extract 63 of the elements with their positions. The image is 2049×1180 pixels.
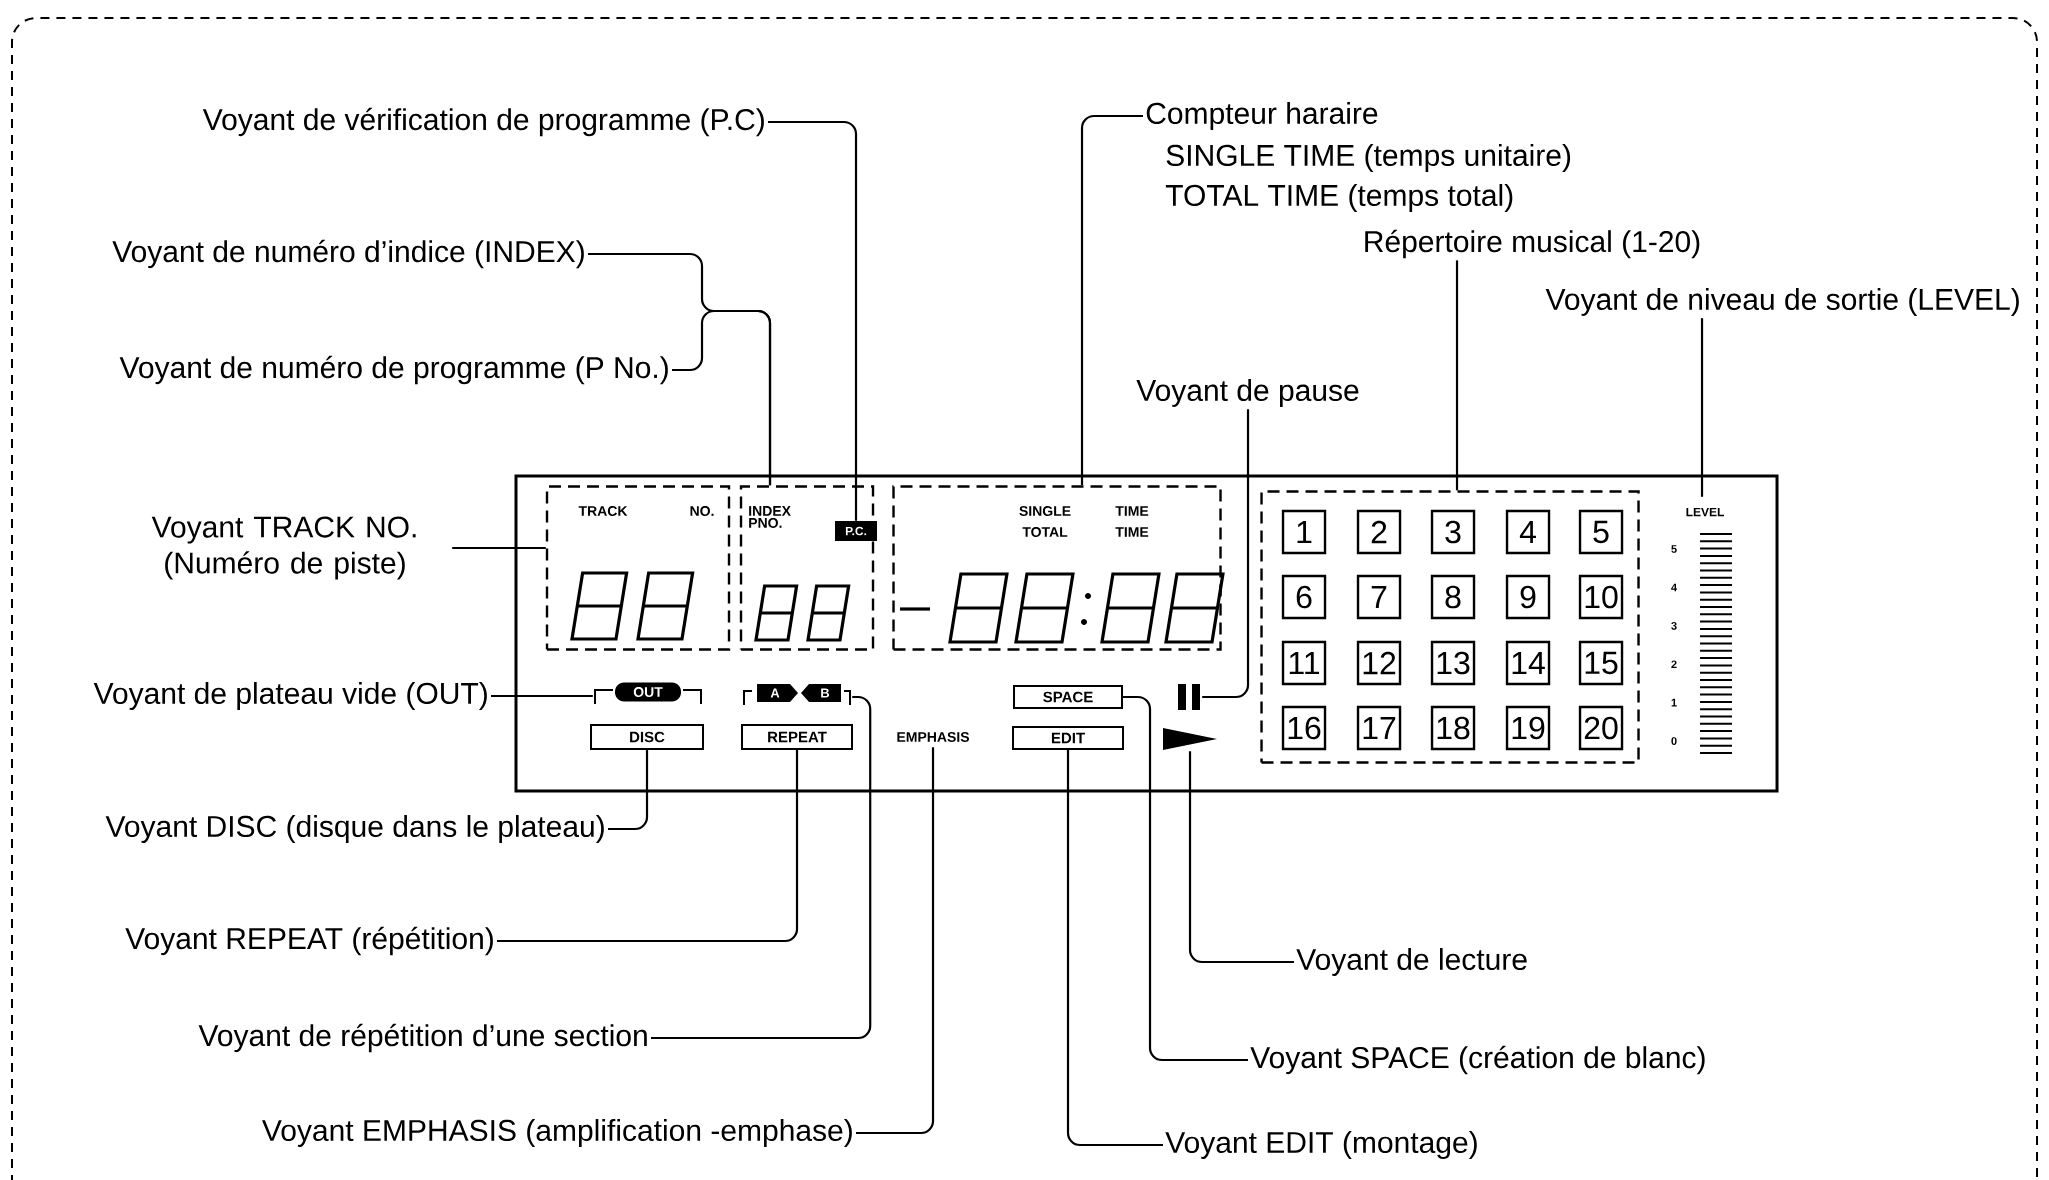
tray-empty-indicator: OUT bbox=[594, 682, 702, 705]
track-number-box: 14 bbox=[1505, 640, 1551, 686]
leader-line bbox=[452, 546, 546, 550]
track-number-box: 12 bbox=[1356, 640, 1402, 686]
track-number-box: 15 bbox=[1578, 640, 1624, 686]
leader-line bbox=[1188, 751, 1294, 964]
leader-line bbox=[497, 750, 799, 943]
callout-text: Voyant de numéro d’indice (INDEX) bbox=[112, 239, 584, 269]
leader-line bbox=[1455, 260, 1459, 491]
callout-text: Répertoire musical (1-20) bbox=[1365, 229, 1700, 259]
disc-indicator: DISC bbox=[590, 724, 704, 750]
callout-text: Voyant de numéro de programme (P No.) bbox=[119, 355, 668, 385]
callout-text: Voyant de répétition d’une section bbox=[198, 1023, 647, 1053]
space-indicator: SPACE bbox=[1013, 685, 1123, 709]
repeat-indicator: REPEAT bbox=[741, 724, 853, 750]
track-number-box: 11 bbox=[1281, 640, 1327, 686]
track-number-box: 3 bbox=[1430, 509, 1476, 555]
track-number-box: 19 bbox=[1505, 705, 1551, 751]
callout-text: Compteur haraire SINGLE TIME (temps unitaire) TOTAL TIME (temps total) bbox=[1146, 102, 1571, 212]
callout-text: Voyant de plateau vide (OUT) bbox=[93, 682, 487, 710]
callout-text: Voyant de niveau de sortie (LEVEL) bbox=[1545, 288, 2019, 316]
level-meter: LEVEL 5 4 3 2 1 0 bbox=[1671, 507, 1734, 754]
section-repeat-indicator: A B bbox=[743, 684, 851, 706]
callout-text: Voyant SPACE (création de blanc) bbox=[1250, 1045, 1705, 1075]
play-symbol bbox=[1163, 728, 1217, 750]
track-number-box: 9 bbox=[1505, 574, 1551, 620]
track-number-box: 7 bbox=[1356, 574, 1402, 620]
callout-text: Voyant de vérification de programme (P.C) bbox=[202, 107, 764, 137]
track-number-box: 17 bbox=[1356, 705, 1402, 751]
track-number-box: 10 bbox=[1578, 574, 1624, 620]
leader-line bbox=[1080, 114, 1143, 486]
leader-line bbox=[768, 120, 858, 521]
leader-line bbox=[856, 747, 935, 1135]
time-counter-window: SINGLE TIME TOTAL TIME bbox=[892, 485, 1222, 651]
node-label: B bbox=[821, 688, 830, 698]
callout-text: Voyant DISC (disque dans le plateau) bbox=[105, 815, 604, 843]
leader-line bbox=[1066, 750, 1163, 1147]
callout-text: Voyant de pause bbox=[1136, 379, 1359, 407]
track-number-box: 1 bbox=[1281, 509, 1327, 555]
leader-line bbox=[1700, 318, 1704, 497]
leader-line bbox=[1202, 409, 1250, 699]
track-number-box: 5 bbox=[1578, 509, 1624, 555]
callout-text: Voyant EMPHASIS (amplification -emphase) bbox=[262, 1119, 852, 1147]
edit-indicator: EDIT bbox=[1012, 726, 1124, 750]
leader-line bbox=[672, 309, 772, 486]
track-number-box: 4 bbox=[1505, 509, 1551, 555]
track-number-box: 8 bbox=[1430, 574, 1476, 620]
track-number-box: 2 bbox=[1356, 509, 1402, 555]
leader-line bbox=[491, 694, 593, 698]
callout-text: Voyant REPEAT (répétition) bbox=[125, 926, 493, 956]
leader-line bbox=[608, 750, 649, 831]
emphasis-indicator: EMPHASIS bbox=[897, 732, 970, 742]
track-number-box: 16 bbox=[1281, 705, 1327, 751]
callout-text: Voyant TRACK NO. (Numéro de piste) bbox=[151, 516, 416, 580]
track-number-box: 18 bbox=[1430, 705, 1476, 751]
track-number-box: 6 bbox=[1281, 574, 1327, 620]
callout-text: Voyant EDIT (montage) bbox=[1165, 1131, 1477, 1159]
program-check-indicator: P.C. bbox=[835, 521, 877, 541]
pause-symbol bbox=[1178, 684, 1200, 710]
track-number-box: 20 bbox=[1578, 705, 1624, 751]
track-number-box: 13 bbox=[1430, 640, 1476, 686]
callout-text: Voyant de lecture bbox=[1296, 948, 1527, 976]
track-number-window: TRACK NO. bbox=[545, 485, 731, 651]
